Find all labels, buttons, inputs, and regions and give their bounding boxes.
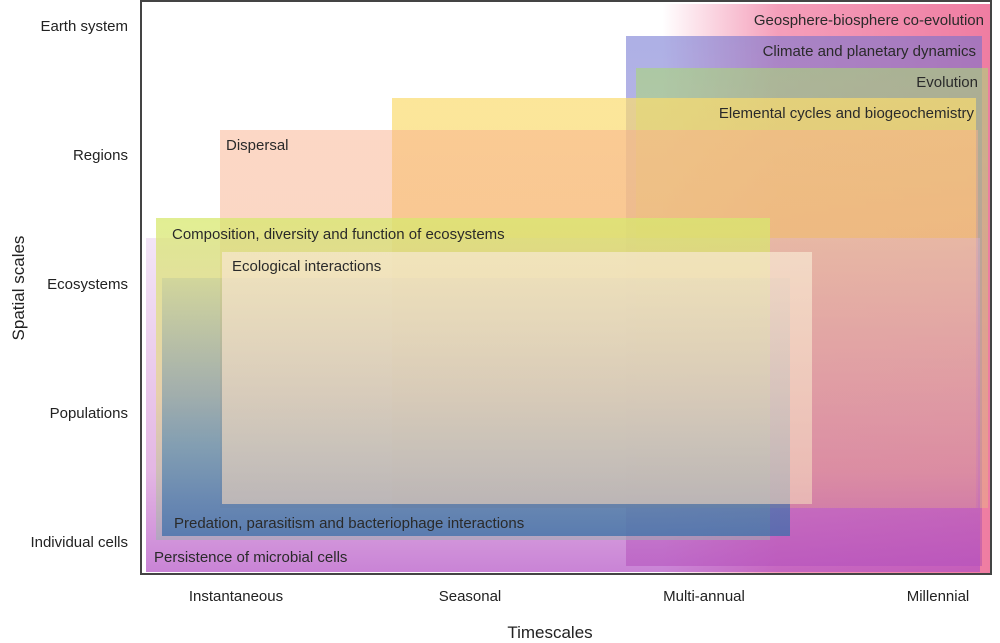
plot-area: Geosphere-biosphere co-evolution Climate… [140, 0, 992, 575]
y-tick-ecosystems: Ecosystems [47, 276, 128, 293]
x-tick-seasonal: Seasonal [438, 588, 502, 605]
y-tick-earth-system: Earth system [40, 18, 128, 35]
label-geosphere-biosphere: Geosphere-biosphere co-evolution [753, 12, 984, 29]
label-composition: Composition, diversity and function of e… [172, 226, 505, 243]
region-ecological [222, 252, 812, 504]
label-ecological: Ecological interactions [232, 258, 382, 275]
y-axis-title: Spatial scales [9, 235, 28, 341]
x-tick-instantaneous: Instantaneous [188, 588, 284, 605]
x-axis-title: Timescales [507, 623, 593, 642]
label-persistence: Persistence of microbial cells [154, 549, 348, 566]
y-tick-populations: Populations [49, 405, 128, 422]
label-elemental-cycles: Elemental cycles and biogeochemistry [718, 105, 974, 122]
label-dispersal: Dispersal [226, 137, 289, 154]
label-climate-planetary: Climate and planetary dynamics [762, 43, 976, 60]
y-tick-individual-cells: Individual cells [30, 534, 128, 551]
x-tick-multi-annual: Multi-annual [663, 588, 745, 605]
y-tick-regions: Regions [72, 147, 128, 164]
label-predation: Predation, parasitism and bacteriophage … [174, 515, 525, 532]
x-tick-millennial: Millennial [906, 588, 970, 605]
label-evolution: Evolution [916, 74, 978, 91]
